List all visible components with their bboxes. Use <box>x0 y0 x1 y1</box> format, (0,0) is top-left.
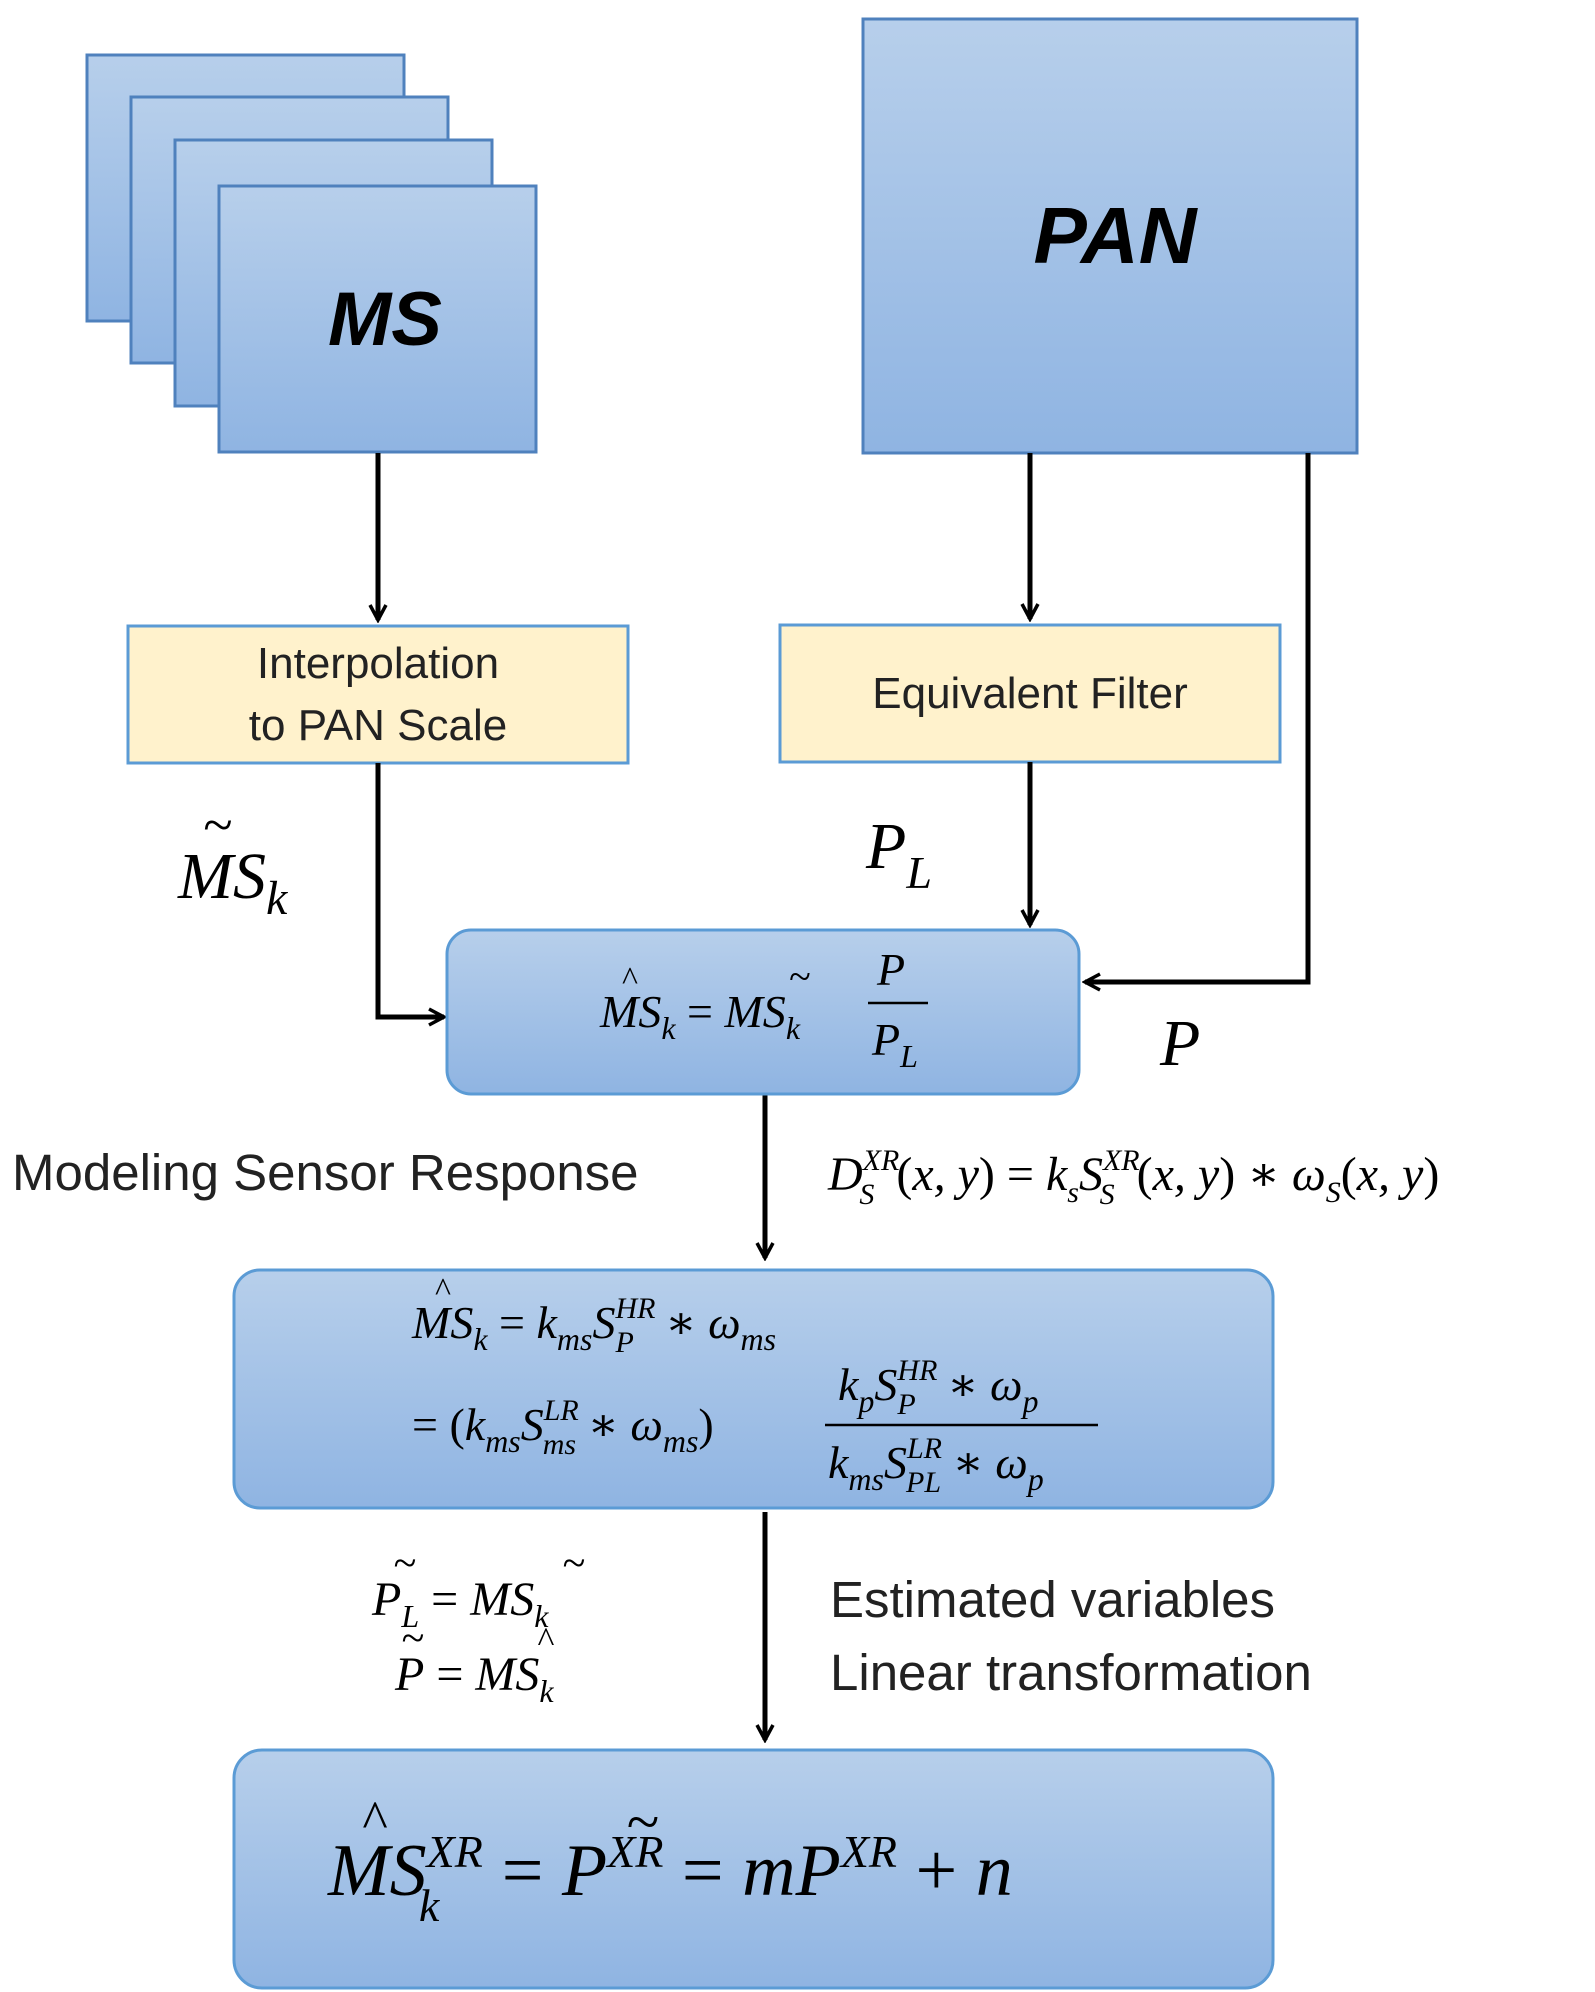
pan-block <box>861 17 1359 455</box>
estimate-2: P = MSk <box>394 1648 554 1709</box>
ratio-denominator: PL <box>871 1014 918 1074</box>
estimated-variables: Estimated variables <box>830 1571 1275 1628</box>
model-line-1-hat: ^ <box>435 1272 451 1309</box>
arrow-interpolation-to-ratio <box>375 763 444 1017</box>
final-tilde-p: ~ <box>627 1789 659 1855</box>
pan-label: PAN <box>1034 191 1199 280</box>
estimate-2-tilde-p: ~ <box>402 1616 425 1662</box>
ratio-box <box>445 928 1081 1096</box>
pan-block-group: PAN <box>861 17 1359 455</box>
ms-tilde-k-label: MSk <box>177 840 289 925</box>
ms-tilde-k-tilde: ~ <box>203 795 232 855</box>
p-l-label: PL <box>865 810 932 898</box>
estimate-1-tilde-ms: ~ <box>563 1541 586 1587</box>
interpolation-box-group: Interpolation to PAN Scale <box>126 624 630 765</box>
estimate-1: PL = MSk <box>371 1573 549 1634</box>
connectors <box>375 453 1311 1740</box>
linear-transformation: Linear transformation <box>830 1644 1312 1701</box>
equivalent-filter-box-group: Equivalent Filter <box>778 623 1282 764</box>
p-label: P <box>1159 1007 1200 1080</box>
final-hat-ms: ^ <box>362 1790 387 1850</box>
interpolation-line-1: Interpolation <box>257 639 499 688</box>
interpolation-line-2: to PAN Scale <box>249 701 507 750</box>
ms-stack: MS <box>85 53 538 454</box>
ratio-tilde: ~ <box>789 954 811 999</box>
estimate-1-tilde-p: ~ <box>394 1541 417 1587</box>
ratio-box-group: MSk = MSk ^ ~ P PL <box>445 928 1081 1096</box>
equivalent-filter-label: Equivalent Filter <box>872 669 1187 718</box>
interpolation-box <box>126 624 630 765</box>
ratio-formula-lhs: MSk = MSk <box>599 986 801 1046</box>
modeling-sensor-response: Modeling Sensor Response <box>12 1144 639 1201</box>
ms-block <box>217 184 538 454</box>
ratio-numerator: P <box>876 944 905 995</box>
arrow-pan-to-ratio <box>1085 453 1311 982</box>
estimate-2-hat-ms: ^ <box>538 1620 555 1660</box>
ratio-hat: ^ <box>622 961 638 998</box>
model-box <box>232 1268 1275 1510</box>
ms-label: MS <box>328 277 442 362</box>
final-box <box>232 1748 1275 1990</box>
